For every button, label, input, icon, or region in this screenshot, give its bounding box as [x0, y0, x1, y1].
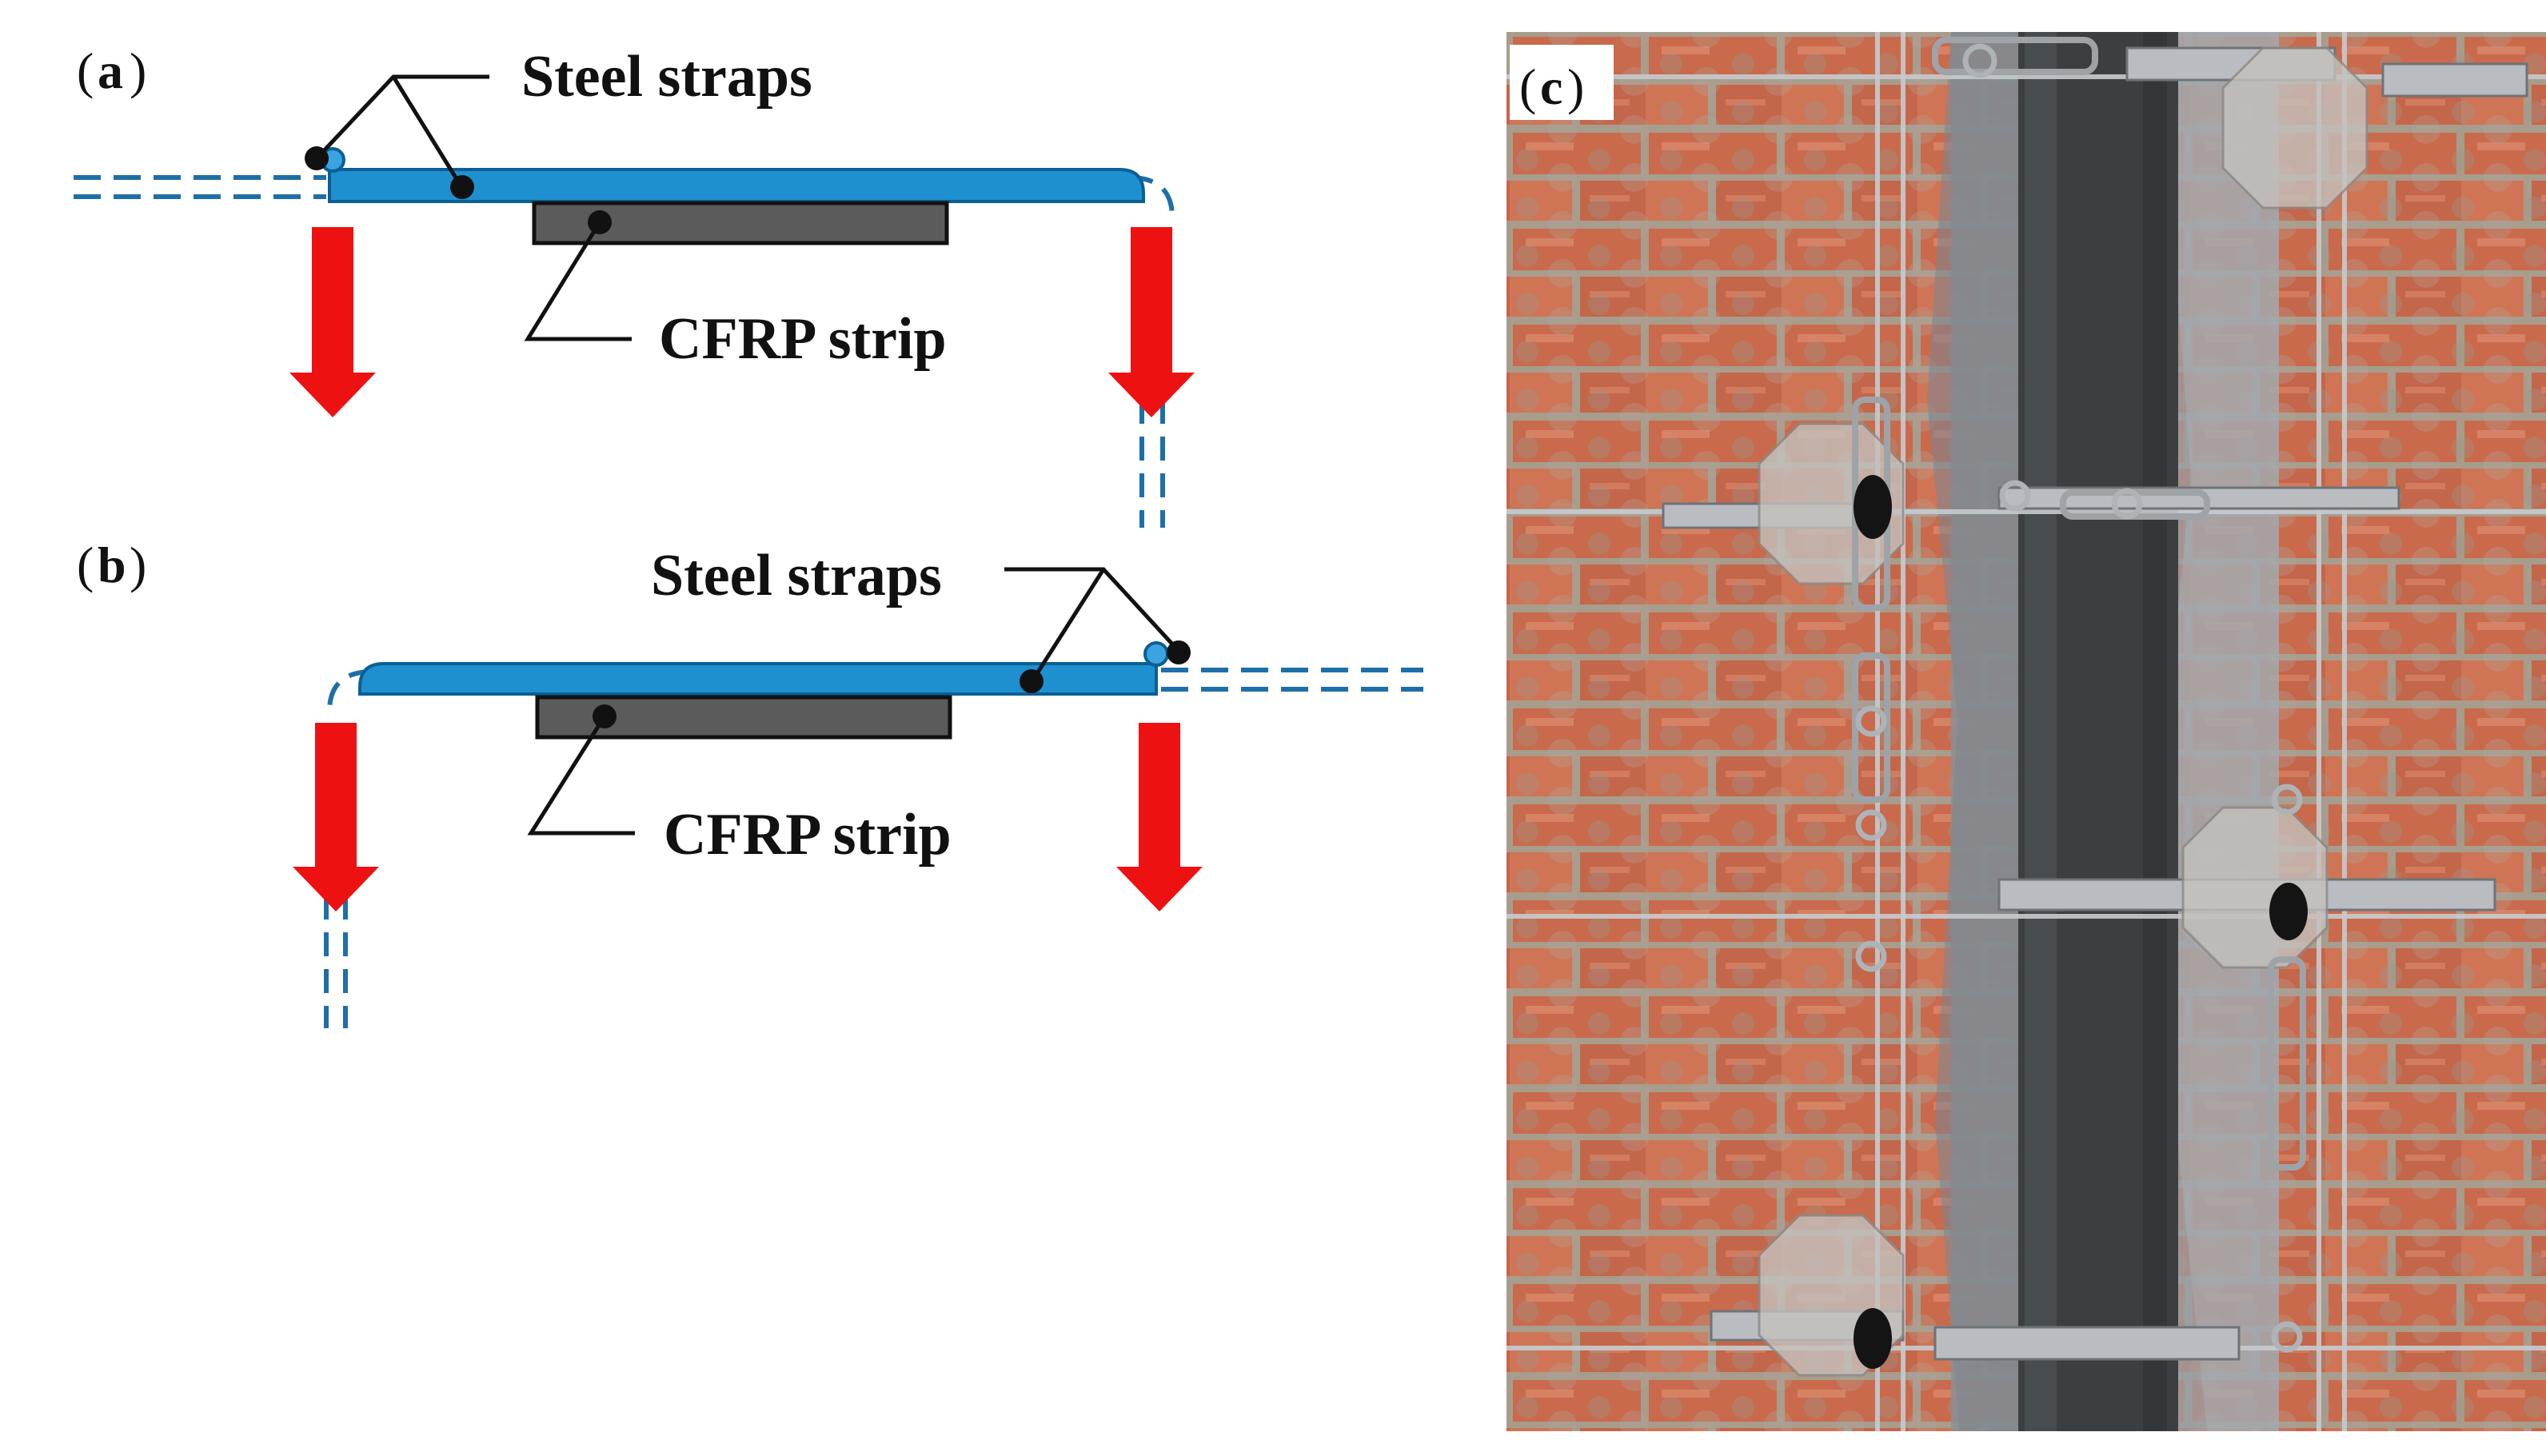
- panel-c-letter: c: [1540, 58, 1562, 115]
- down-arrow-icon: [289, 227, 376, 417]
- strap-a-dashed-left: [74, 175, 326, 199]
- svg-text:): ): [130, 42, 146, 99]
- anchor-dot-icon: [1020, 669, 1044, 693]
- panel-a: ( a ): [74, 42, 1195, 528]
- anchor-dot-icon: [1167, 640, 1191, 664]
- down-arrow-icon: [293, 723, 379, 911]
- anchor-dot-icon: [305, 146, 329, 170]
- anchor-dot-icon: [450, 175, 474, 199]
- cfrp-strip-label-a: CFRP strip: [659, 306, 947, 372]
- panel-b-letter: b: [98, 537, 126, 593]
- svg-text:): ): [130, 537, 146, 593]
- panel-b: ( b ): [77, 537, 1423, 1028]
- steel-strap-a: [328, 168, 1145, 203]
- svg-text:): ): [1567, 58, 1584, 115]
- panel-c-label-box: [1510, 45, 1614, 120]
- masonry-photo: [1506, 32, 2546, 1431]
- down-arrow-icon: [1108, 227, 1195, 417]
- anchor-dot-icon: [588, 210, 612, 234]
- strap-b-dashed-right: [1161, 668, 1423, 692]
- down-arrow-icon: [1116, 723, 1203, 911]
- steel-straps-leader-b: [1004, 567, 1179, 681]
- strap-b-end-loop: [1143, 641, 1169, 667]
- panel-b-label: ( b ): [77, 537, 146, 593]
- steel-straps-label-a: Steel straps: [521, 44, 812, 110]
- svg-text:(: (: [1519, 58, 1536, 115]
- anchor-dot-icon: [593, 704, 617, 728]
- cfrp-strip-a: [532, 201, 949, 245]
- panel-c: ( c ): [1506, 32, 2546, 1431]
- hook-rings: [1855, 43, 2303, 1353]
- cfrp-leader-b: [527, 715, 635, 836]
- panel-a-label: ( a ): [77, 42, 146, 99]
- steel-straps-label-b: Steel straps: [651, 543, 942, 608]
- cfrp-strip-label-b: CFRP strip: [664, 802, 952, 868]
- svg-text:(: (: [77, 537, 94, 593]
- cfrp-leader-a: [524, 221, 632, 341]
- steel-straps-leader-a: [317, 74, 489, 187]
- steel-wires-vertical: [1875, 32, 2347, 1431]
- panel-c-label: ( c ): [1519, 58, 1584, 115]
- svg-text:(: (: [77, 42, 94, 99]
- steel-strap-b: [358, 662, 1158, 696]
- panel-a-letter: a: [98, 42, 123, 99]
- anchor-holes: [1854, 475, 2308, 1369]
